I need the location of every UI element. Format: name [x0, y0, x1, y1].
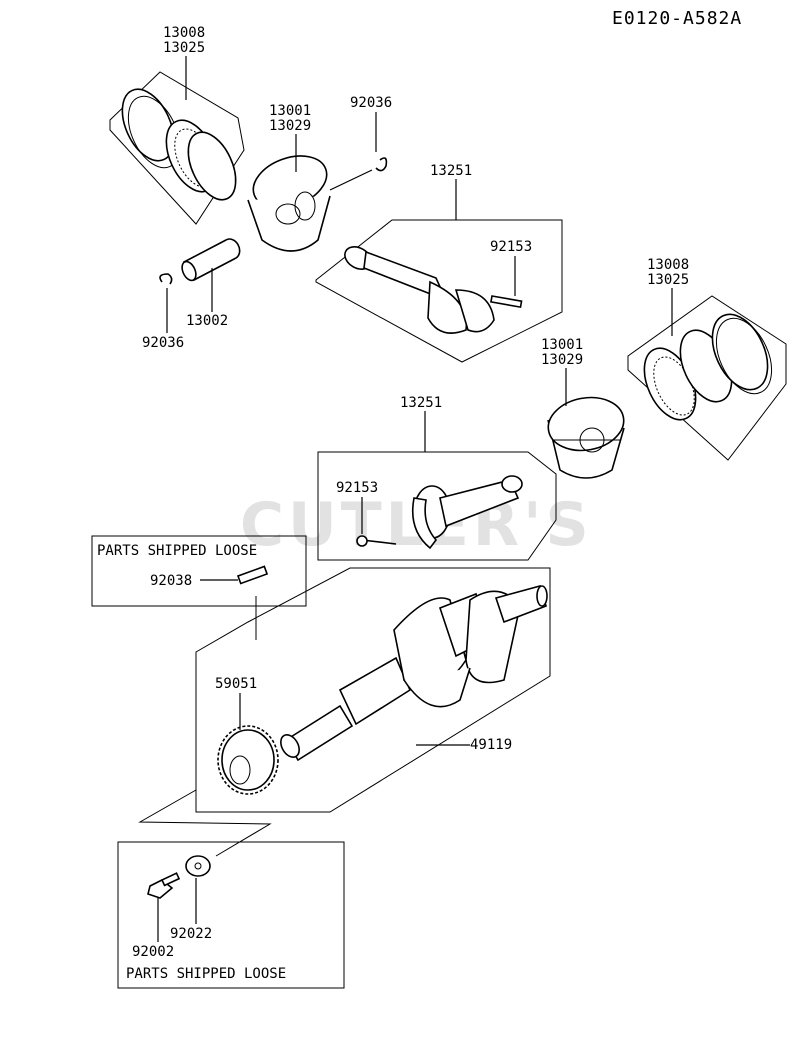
label-92036-top: 92036	[350, 95, 392, 111]
shipped-loose-box-top	[91, 535, 307, 607]
conrod-b[interactable]	[317, 451, 557, 561]
label-92036-bottom: 92036	[142, 335, 184, 351]
piston-pin-a[interactable]	[179, 238, 241, 283]
label-13002: 13002	[186, 313, 228, 329]
piston-a[interactable]	[246, 146, 334, 252]
label-92022: 92022	[170, 926, 212, 942]
shipped-loose-box-bottom	[117, 841, 345, 989]
label-49119: 49119	[470, 737, 512, 753]
conrod-a[interactable]	[315, 219, 563, 363]
shipped-loose-note-bottom: PARTS SHIPPED LOOSE	[126, 966, 286, 982]
bolt-c[interactable]	[147, 872, 181, 899]
label-13008-b: 13008	[647, 257, 689, 273]
washer[interactable]	[185, 855, 211, 877]
label-13008-a: 13008	[163, 25, 205, 41]
ring-set-b[interactable]	[627, 295, 787, 461]
label-13025-b: 13025	[647, 272, 689, 288]
diagram-code: E0120-A582A	[612, 8, 742, 29]
label-92038: 92038	[150, 573, 192, 589]
label-92153-a: 92153	[490, 239, 532, 255]
clip-a-bottom[interactable]	[159, 273, 173, 285]
label-13025-a: 13025	[163, 40, 205, 56]
label-13001-a: 13001	[269, 103, 311, 119]
label-13029-b: 13029	[541, 352, 583, 368]
label-13251-a: 13251	[430, 163, 472, 179]
crankshaft[interactable]	[195, 567, 551, 813]
ring-set-a[interactable]	[109, 71, 245, 225]
label-59051: 59051	[215, 676, 257, 692]
label-92002: 92002	[132, 944, 174, 960]
gear[interactable]	[217, 725, 279, 795]
piston-b[interactable]	[544, 392, 628, 479]
label-13001-b: 13001	[541, 337, 583, 353]
label-13029-a: 13029	[269, 118, 311, 134]
shipped-loose-note-top: PARTS SHIPPED LOOSE	[97, 543, 257, 559]
key-part[interactable]	[236, 565, 269, 585]
label-13251-b: 13251	[400, 395, 442, 411]
label-92153-b: 92153	[336, 480, 378, 496]
clip-a-top[interactable]	[375, 157, 388, 172]
